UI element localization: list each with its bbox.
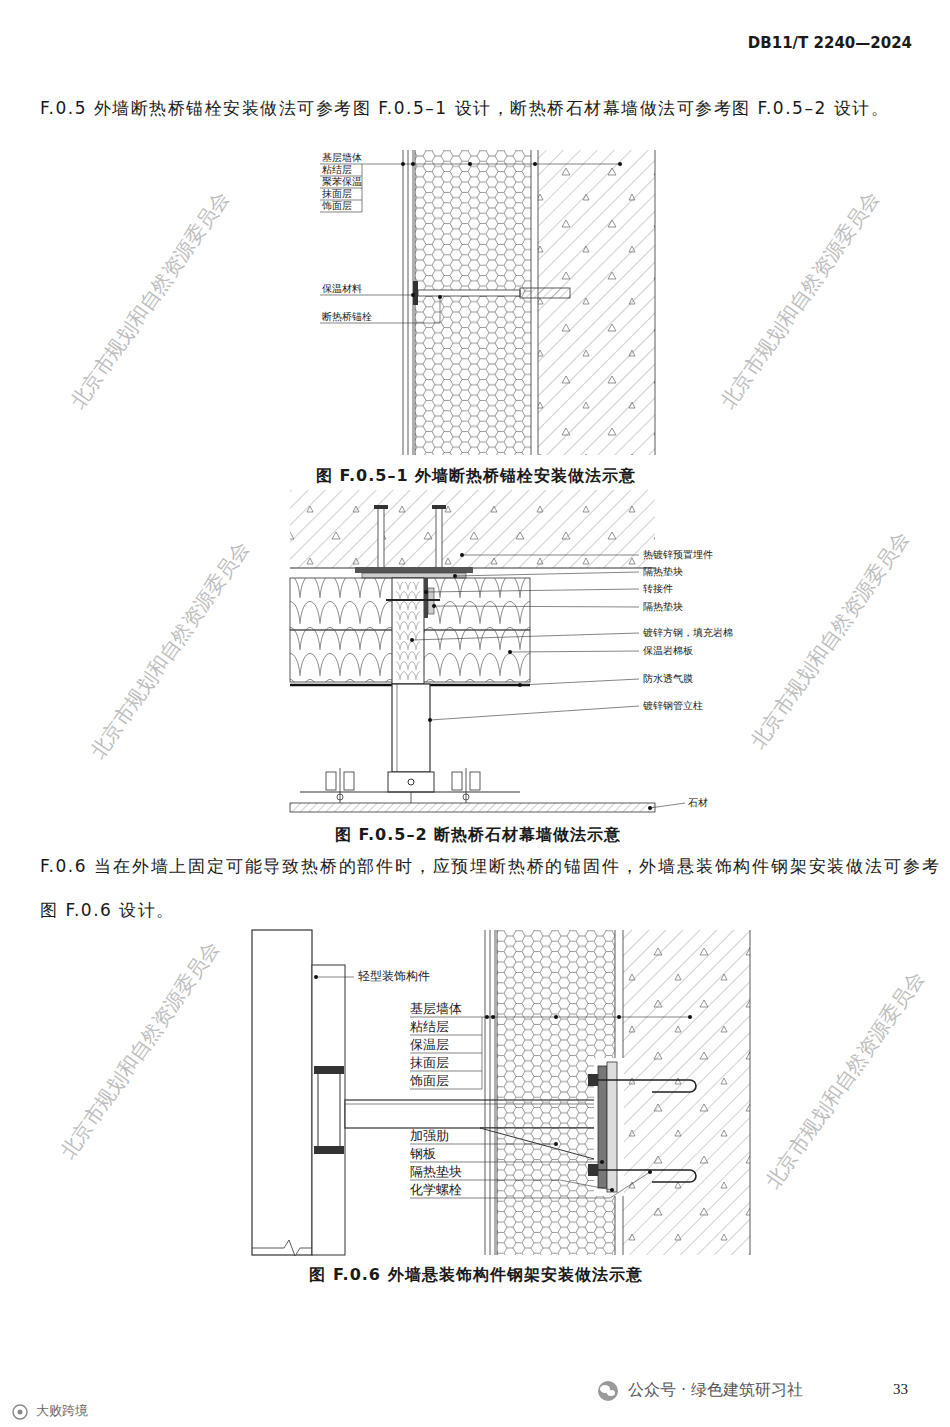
part-label: 隔热垫块: [643, 566, 683, 578]
footer-note: 大败跨境: [36, 1403, 88, 1418]
base-wall-aggregate: [538, 150, 655, 455]
part-label: 保温材料: [322, 283, 362, 294]
layer-lines: [403, 150, 655, 455]
part-label: 镀锌方钢，填充岩棉: [643, 627, 733, 639]
part-label: 转接件: [643, 583, 673, 595]
anchor-sleeve: [520, 288, 570, 298]
anchor-shaft: [418, 290, 520, 296]
adapter: [424, 578, 428, 618]
concrete-aggregate: [290, 490, 655, 568]
embed-bolt: [378, 508, 384, 568]
footer-note: 公众号 · 绿色建筑研习社: [628, 1380, 803, 1399]
part-label: 热镀锌预置埋件: [643, 549, 713, 561]
decorative-bracket: [252, 930, 750, 1256]
figure-caption: 图 F.0.5–2 断热桥石材幕墙做法示意: [335, 825, 621, 844]
part-label: 镀锌钢管立柱: [643, 700, 703, 712]
watermark: 北京市规划和自然资源委员会: [716, 187, 884, 413]
decor-column: [252, 930, 312, 1255]
anchor-disk: [413, 281, 418, 305]
stone-curtain-wall: [290, 490, 685, 812]
bolt: [318, 1072, 340, 1150]
embed-plate: [355, 567, 473, 573]
standard-code: DB11/T 2240—2024: [748, 34, 912, 52]
nut: [314, 1066, 344, 1074]
leader-line: [410, 1144, 650, 1198]
layer-label: 饰面层: [322, 200, 352, 211]
bolt-head: [432, 505, 446, 509]
part-label: 化学螺栓: [410, 1182, 462, 1197]
nut: [588, 1164, 598, 1176]
leader-line: [320, 295, 440, 323]
watermark: 北京市规划和自然资源委员会: [761, 967, 929, 1193]
bolt-head: [374, 505, 388, 509]
layer-label: 抹面层: [410, 1055, 449, 1070]
thermal-pad: [607, 1062, 617, 1192]
decor-member: [312, 965, 345, 1255]
tube-fill: [396, 582, 420, 680]
layer-label: 粘结层: [410, 1019, 449, 1034]
part-label: 石材: [688, 797, 708, 809]
leader-dots: [401, 162, 622, 299]
layer-label: 抹面层: [322, 188, 352, 199]
base-wall: [538, 150, 655, 455]
part-label: 防水透气膜: [643, 673, 693, 685]
layer-label: 聚苯保温: [322, 176, 362, 187]
layer-lines: [485, 930, 750, 1255]
square-tube: [392, 578, 424, 684]
figure-caption: 图 F.0.5–1 外墙断热桥锚栓安装做法示意: [316, 466, 636, 485]
break-mark: [252, 1240, 312, 1256]
part-label: 隔热垫块: [410, 1164, 462, 1179]
insulation-layer: [415, 150, 531, 455]
bolt: [386, 599, 440, 601]
watermark: 北京市规划和自然资源委员会: [86, 537, 254, 763]
layer-label: 粘结层: [322, 164, 352, 175]
leader-line: [410, 1017, 690, 1089]
clause-text: F.0.5 外墙断热桥锚栓安装做法可参考图 F.0.5–1 设计，断热桥石材幕墙…: [40, 96, 930, 120]
figure-caption: 图 F.0.6 外墙悬装饰构件钢架安装做法示意: [309, 1265, 642, 1284]
bolt-hole: [408, 779, 414, 785]
clause-text: F.0.6 当在外墙上固定可能导致热桥的部件时，应预埋断热桥的锚固件，外墙悬装饰…: [40, 844, 940, 932]
page-number: 33: [893, 1380, 908, 1398]
brand-icon: [13, 1405, 27, 1419]
column-wall: [397, 684, 398, 772]
connector: [388, 772, 434, 792]
part-label: 隔热垫块: [643, 601, 683, 613]
watermark: 北京市规划和自然资源委员会: [66, 187, 234, 413]
nut: [588, 1074, 598, 1086]
rail: [300, 791, 520, 792]
layer-label: 基层墙体: [410, 1001, 462, 1016]
layer-label: 饰面层: [410, 1073, 449, 1088]
leader-line: [320, 164, 622, 212]
leader-line: [316, 977, 354, 978]
leader-dots: [410, 553, 652, 810]
concrete: [290, 490, 655, 568]
thermal-pad: [362, 573, 466, 578]
watermark: 北京市规划和自然资源委员会: [746, 527, 914, 753]
part-label: 断热桥锚栓: [322, 311, 372, 322]
part-label: 加强肋: [410, 1128, 449, 1143]
part-label: 轻型装饰构件: [358, 969, 430, 983]
nut: [314, 1146, 344, 1154]
cutout: [594, 1058, 624, 1196]
stone-clips: [326, 768, 480, 803]
steel-column: [392, 684, 430, 772]
embed-bolt: [436, 508, 442, 568]
wall-section-anchor: [320, 150, 655, 455]
wechat-icon: [598, 1381, 618, 1401]
part-label: 钢板: [410, 1146, 436, 1161]
layer-label: 保温层: [410, 1037, 449, 1052]
chemical-bolt: [592, 1080, 696, 1182]
watermark: 北京市规划和自然资源委员会: [56, 937, 224, 1163]
stone-panel: [290, 803, 655, 812]
leader-dots: [314, 975, 692, 1192]
part-label: 保温岩棉板: [643, 645, 693, 657]
layer-label: 基层墙体: [322, 152, 362, 163]
